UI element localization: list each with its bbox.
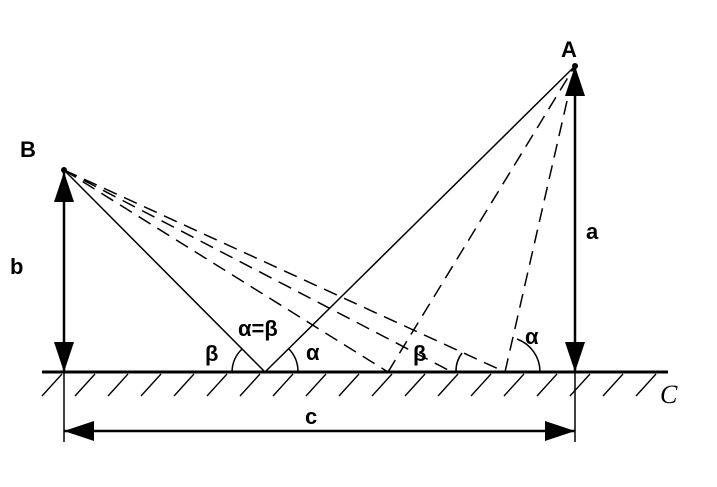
angle-beta-mid-label: β (413, 341, 426, 366)
height-b-dimension (54, 172, 74, 372)
height-b-label: b (10, 254, 23, 279)
point-A-label: A (561, 37, 577, 62)
surface-C-label: C (660, 380, 678, 409)
arrowhead-up-b (54, 172, 74, 202)
reflection-path-solid (63, 65, 576, 373)
height-a-label: a (586, 219, 599, 244)
arrowhead-up-a (565, 66, 585, 96)
arrowhead-down-b (54, 342, 74, 372)
arc-alpha-right (516, 338, 541, 373)
distance-c-label: c (305, 404, 317, 429)
angle-alpha-mid-label: α (306, 340, 320, 365)
height-a-dimension (565, 66, 585, 372)
distance-c-dimension (63, 372, 576, 442)
ground-hatching (41, 373, 657, 397)
arrowhead-down-a (565, 342, 585, 372)
arc-beta-left (231, 348, 243, 373)
arc-alpha-mid (288, 348, 299, 373)
angle-equal-label: α=β (238, 316, 278, 341)
arc-beta-mid (455, 352, 463, 373)
reflection-paths-dashed (63, 65, 576, 373)
point-B-dot (61, 167, 67, 173)
ground-surface (41, 370, 668, 397)
angle-arcs (231, 338, 541, 373)
point-B-label: B (20, 137, 36, 162)
point-A-dot (572, 63, 578, 69)
arrowhead-left-c (64, 421, 94, 441)
arrowhead-right-c (545, 421, 575, 441)
angle-alpha-right-label: α (525, 324, 539, 349)
angle-beta-left-label: β (205, 341, 218, 366)
